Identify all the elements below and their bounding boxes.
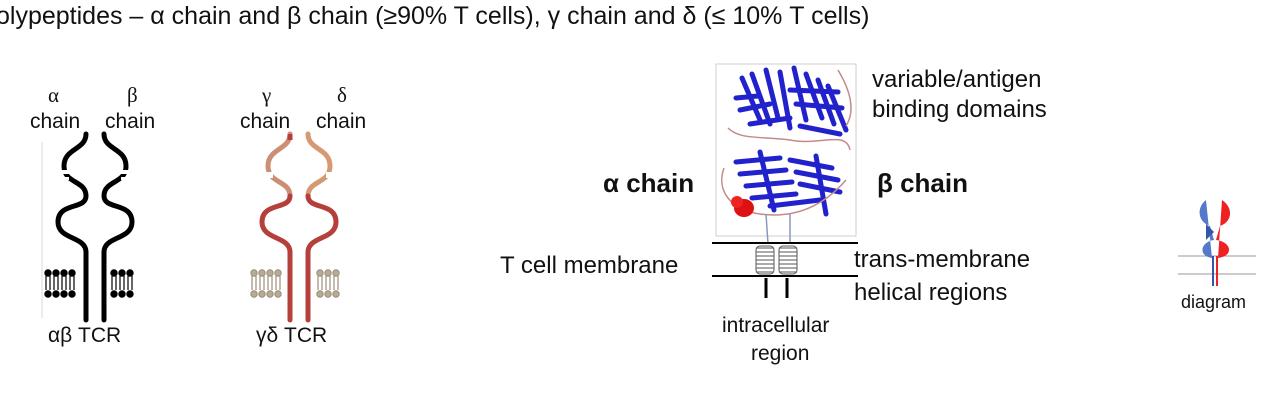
intracellular-label-line2: region (751, 342, 810, 365)
variable-domains-label-line1: variable/antigen (872, 66, 1042, 93)
variable-domains-label-line2: binding domains (872, 96, 1047, 123)
beta-hinge-band (121, 177, 130, 180)
delta-hinge-band (326, 172, 335, 178)
ab-tcr-schematic (44, 131, 135, 323)
intracellular-label-line1: intracellular (722, 314, 830, 337)
variable-domain-ribbons (733, 65, 849, 137)
delta-chain-strand (305, 193, 339, 323)
ab-lipid-bilayer (44, 269, 134, 298)
alpha-chain-strand (55, 131, 89, 323)
membrane-helices (712, 242, 858, 298)
inset-tcr-icon (1178, 200, 1256, 286)
gamma-chain-strand (259, 193, 293, 323)
slide-heading: olypeptides – α chain and β chain (≥90% … (0, 2, 870, 30)
ab-tcr-caption: αβ TCR (48, 324, 122, 347)
beta-symbol-label: β (127, 83, 138, 107)
gamma-symbol-label: γ (262, 83, 272, 107)
constant-domain-ribbons (733, 149, 843, 217)
transmembrane-helix-left (755, 245, 775, 275)
tcr-crystal-structure (715, 63, 857, 245)
beta-chain-word: chain (105, 110, 156, 133)
delta-symbol-label: δ (337, 83, 347, 107)
transmembrane-helix-right (778, 245, 798, 275)
alpha-hinge-band (60, 177, 69, 180)
inset-diagram-caption: diagram (1181, 292, 1247, 312)
delta-chain-word: chain (316, 110, 367, 133)
beta-chain-label: β chain (877, 168, 968, 198)
transmembrane-label-line1: trans-membrane (854, 246, 1031, 273)
gamma-hinge-band (264, 172, 273, 178)
gamma-chain-variable (265, 131, 293, 199)
gamma-chain-word: chain (240, 110, 291, 133)
membrane-label: T cell membrane (500, 252, 679, 279)
gd-tcr-schematic (250, 131, 340, 323)
alpha-symbol-label: α (48, 83, 60, 107)
alpha-hinge-band (60, 170, 69, 174)
transmembrane-label-line2: helical regions (854, 279, 1008, 306)
alpha-chain-word: chain (30, 110, 81, 133)
gd-lipid-bilayer (250, 269, 340, 298)
alpha-chain-label: α chain (603, 168, 695, 198)
gd-tcr-caption: γδ TCR (256, 324, 328, 347)
delta-chain-variable (305, 131, 333, 199)
beta-hinge-band (121, 170, 130, 174)
beta-chain-strand (101, 131, 135, 323)
